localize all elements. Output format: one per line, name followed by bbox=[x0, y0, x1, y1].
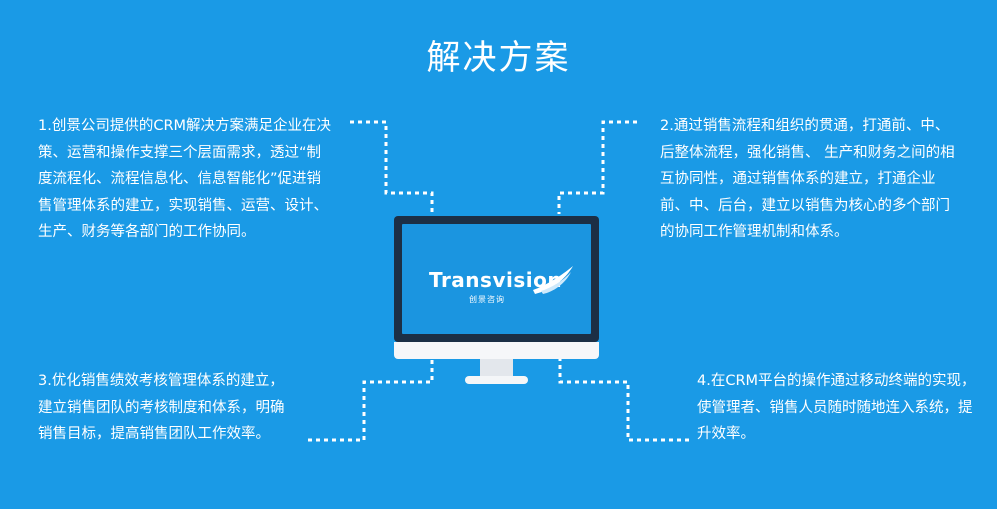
monitor-illustration: Transvision 创景咨询 bbox=[394, 216, 599, 384]
connector-bottom-left bbox=[308, 358, 434, 442]
page-title: 解决方案 bbox=[426, 38, 571, 78]
connector-top-right bbox=[557, 120, 637, 214]
solution-point-4: 4.在CRM平台的操作通过移动终端的实现，使管理者、销售人员随时随地连入系统，提… bbox=[697, 373, 976, 442]
solution-point-3: 3.优化销售绩效考核管理体系的建立，建立销售团队的考核制度和体系，明确销售目标，… bbox=[38, 373, 285, 442]
monitor-stand-base bbox=[465, 376, 528, 384]
monitor-chin bbox=[394, 342, 599, 359]
connector-top-left bbox=[350, 120, 434, 214]
logo-sub-text: 创景咨询 bbox=[469, 295, 505, 304]
transvision-logo: Transvision 创景咨询 bbox=[423, 262, 578, 308]
monitor-screen: Transvision 创景咨询 bbox=[402, 224, 591, 334]
solution-point-1: 1.创景公司提供的CRM解决方案满足企业在决策、运营和操作支撑三个层面需求，透过… bbox=[38, 118, 332, 240]
monitor-bezel: Transvision 创景咨询 bbox=[394, 216, 599, 342]
monitor-stand-neck bbox=[480, 359, 513, 381]
connector-bottom-right bbox=[558, 358, 689, 442]
swoosh-icon bbox=[533, 266, 573, 294]
solution-point-2: 2.通过销售流程和组织的贯通，打通前、中、后整体流程，强化销售、 生产和财务之间… bbox=[660, 118, 955, 240]
